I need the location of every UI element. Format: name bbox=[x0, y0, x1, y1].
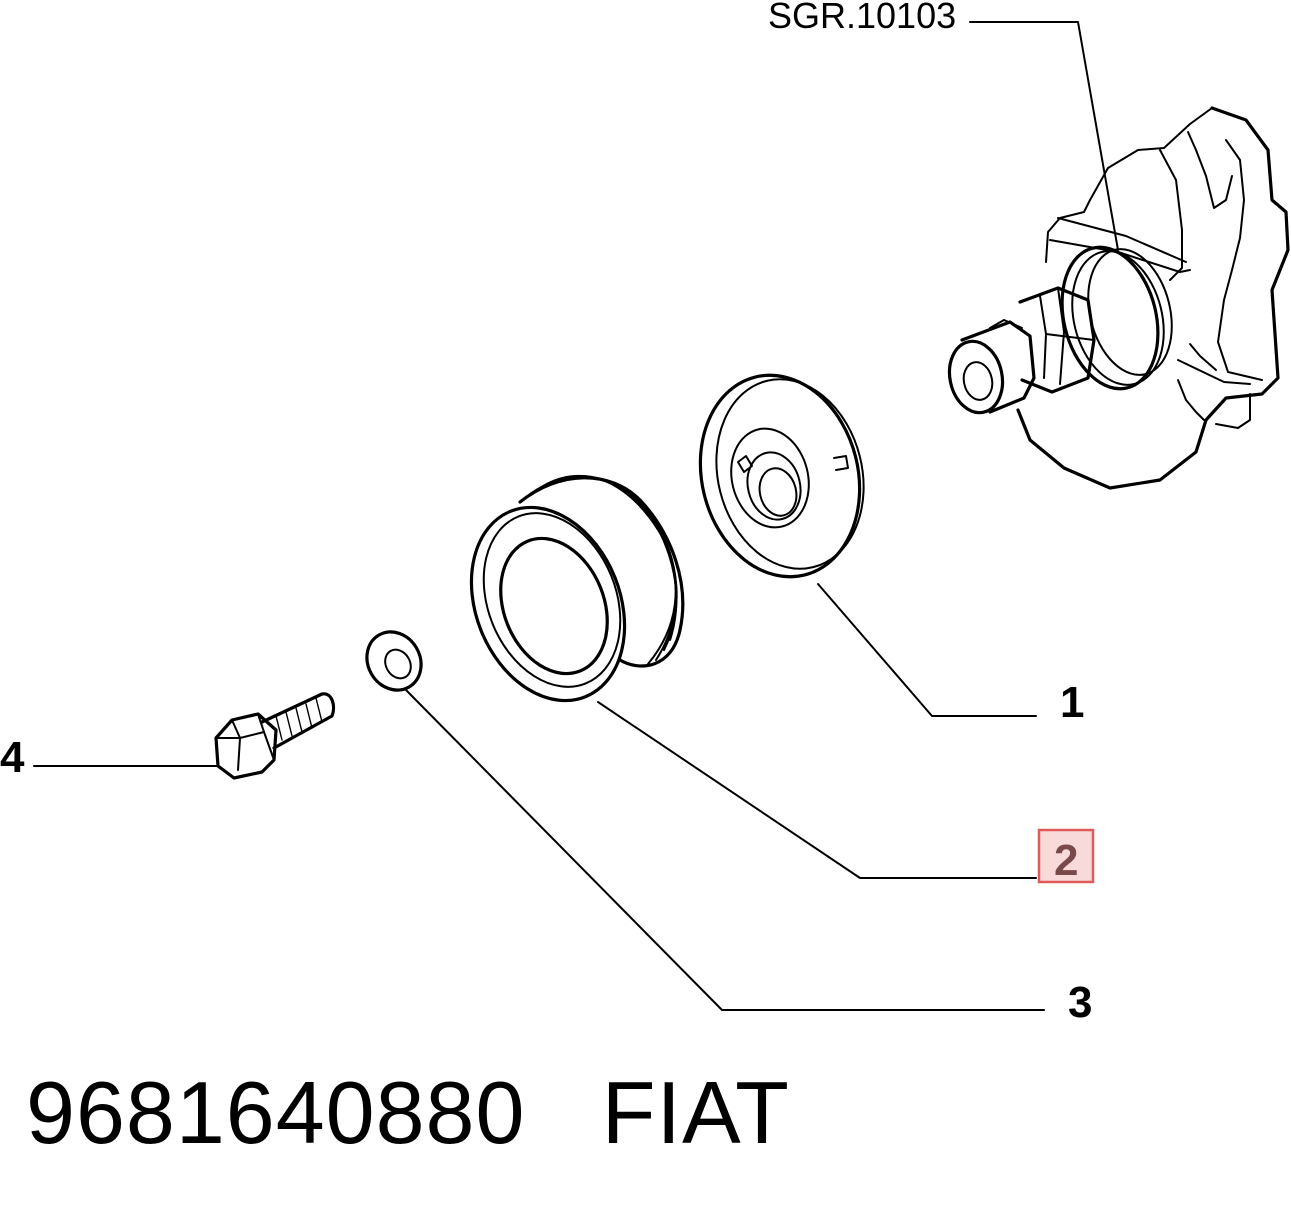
callout-4[interactable]: 4 bbox=[0, 733, 25, 782]
leader-line-reference bbox=[969, 21, 1119, 251]
callout-2[interactable]: 2 bbox=[1054, 836, 1078, 885]
leader-lines bbox=[33, 21, 1119, 1011]
reference-group-label: SGR.10103 bbox=[768, 0, 956, 36]
brand-name: FIAT bbox=[601, 1063, 790, 1162]
crankshaft-drawing bbox=[947, 106, 1290, 490]
part-2-pulley-drawing bbox=[469, 474, 685, 703]
part-number: 9681640880 bbox=[26, 1063, 526, 1162]
callout-3[interactable]: 3 bbox=[1068, 978, 1092, 1027]
leader-line-1 bbox=[817, 583, 1037, 717]
part-caption: 9681640880 FIAT bbox=[26, 1062, 790, 1164]
callout-2-highlight bbox=[1037, 828, 1095, 884]
part-3-washer-drawing bbox=[365, 630, 423, 692]
part-4-bolt-drawing bbox=[214, 692, 336, 780]
part-1-disc-drawing bbox=[698, 373, 865, 579]
leader-line-2 bbox=[597, 701, 1037, 879]
callout-1[interactable]: 1 bbox=[1060, 678, 1084, 727]
leader-line-3 bbox=[405, 689, 1045, 1011]
